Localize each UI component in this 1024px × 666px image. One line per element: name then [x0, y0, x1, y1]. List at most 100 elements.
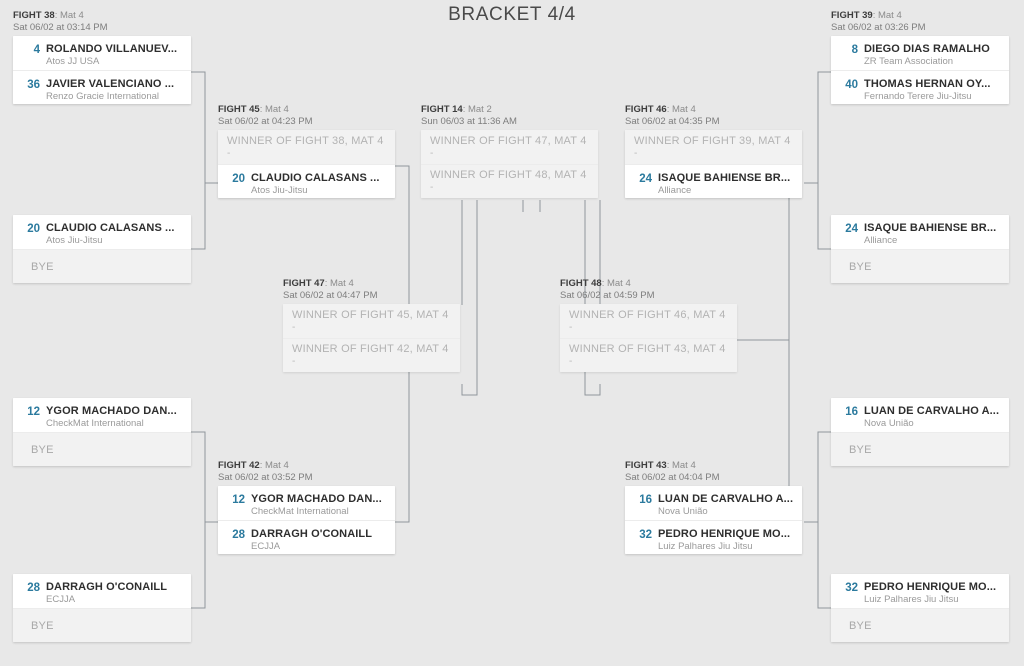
athlete-name: THOMAS HERNAN OY...	[864, 78, 991, 90]
tbd-dash: -	[227, 147, 231, 159]
match-card[interactable]: WINNER OF FIGHT 38, MAT 4 - 20 CLAUDIO C…	[218, 130, 395, 198]
fight-mat: Mat 4	[671, 104, 696, 115]
match-fight-38[interactable]: FIGHT 38: Mat 4 Sat 06/02 at 03:14 PM 4 …	[13, 10, 191, 104]
fight-datetime: Sat 06/02 at 03:52 PM	[218, 472, 313, 483]
match-card[interactable]: WINNER OF FIGHT 46, MAT 4 - WINNER OF FI…	[560, 304, 737, 372]
match-bye-darragh-oconaill[interactable]: 28 DARRAGH O'CONAILL ECJJA BYE	[13, 574, 191, 642]
match-bye-isaque-bahiense[interactable]: 24 ISAQUE BAHIENSE BR... Alliance BYE	[831, 215, 1009, 283]
match-header: FIGHT 38: Mat 4 Sat 06/02 at 03:14 PM	[13, 10, 191, 34]
competitor-slot[interactable]: 12 YGOR MACHADO DAN... CheckMat Internat…	[13, 398, 191, 432]
match-bye-pedro-henrique[interactable]: 32 PEDRO HENRIQUE MO... Luiz Palhares Ji…	[831, 574, 1009, 642]
tbd-slot: WINNER OF FIGHT 42, MAT 4 -	[283, 338, 460, 372]
fight-number: FIGHT 42	[218, 460, 260, 471]
match-fight-48[interactable]: FIGHT 48: Mat 4 Sat 06/02 at 04:59 PM WI…	[560, 278, 737, 372]
match-header: FIGHT 47: Mat 4 Sat 06/02 at 04:47 PM	[283, 278, 460, 302]
team-name: CheckMat International	[46, 418, 144, 429]
athlete-name: DARRAGH O'CONAILL	[251, 528, 373, 540]
competitor-slot[interactable]: 36 JAVIER VALENCIANO ... Renzo Gracie In…	[13, 70, 191, 104]
bye-label: BYE	[31, 443, 54, 456]
match-card[interactable]: 4 ROLANDO VILLANUEV... Atos JJ USA 36 JA…	[13, 36, 191, 104]
team-name: Atos JJ USA	[46, 56, 100, 67]
seed-number: 40	[845, 79, 858, 91]
seed-number: 28	[232, 529, 245, 541]
athlete-name: LUAN DE CARVALHO A...	[658, 493, 794, 505]
fight-datetime: Sat 06/02 at 04:04 PM	[625, 472, 720, 483]
match-card[interactable]: 12 YGOR MACHADO DAN... CheckMat Internat…	[218, 486, 395, 554]
athlete-name: CLAUDIO CALASANS ...	[46, 222, 175, 234]
team-name: Renzo Gracie International	[46, 91, 160, 102]
match-card[interactable]: WINNER OF FIGHT 39, MAT 4 - 24 ISAQUE BA…	[625, 130, 802, 198]
fight-number: FIGHT 43	[625, 460, 667, 471]
page-title: BRACKET 4/4	[448, 4, 576, 25]
match-bye-ygor-machado[interactable]: 12 YGOR MACHADO DAN... CheckMat Internat…	[13, 398, 191, 466]
tbd-slot: WINNER OF FIGHT 47, MAT 4 -	[421, 130, 598, 164]
match-fight-43[interactable]: FIGHT 43: Mat 4 Sat 06/02 at 04:04 PM 16…	[625, 460, 802, 554]
tbd-slot: WINNER OF FIGHT 38, MAT 4 -	[218, 130, 395, 164]
competitor-slot[interactable]: 20 CLAUDIO CALASANS ... Atos Jiu-Jitsu	[218, 164, 395, 198]
seed-number: 12	[232, 494, 245, 506]
match-card[interactable]: 12 YGOR MACHADO DAN... CheckMat Internat…	[13, 398, 191, 466]
match-fight-42[interactable]: FIGHT 42: Mat 4 Sat 06/02 at 03:52 PM 12…	[218, 460, 395, 554]
team-name: Alliance	[658, 185, 692, 196]
competitor-slot[interactable]: 32 PEDRO HENRIQUE MO... Luiz Palhares Ji…	[831, 574, 1009, 608]
match-fight-14[interactable]: FIGHT 14: Mat 2 Sun 06/03 at 11:36 AM WI…	[421, 104, 598, 198]
competitor-slot[interactable]: 24 ISAQUE BAHIENSE BR... Alliance	[625, 164, 802, 198]
tbd-text: WINNER OF FIGHT 47, MAT 4	[430, 134, 587, 147]
competitor-slot[interactable]: 40 THOMAS HERNAN OY... Fernando Terere J…	[831, 70, 1009, 104]
match-card[interactable]: WINNER OF FIGHT 45, MAT 4 - WINNER OF FI…	[283, 304, 460, 372]
fight-datetime: Sat 06/02 at 03:14 PM	[13, 22, 108, 33]
tbd-dash: -	[292, 356, 296, 367]
bye-label: BYE	[31, 619, 54, 632]
match-card[interactable]: 28 DARRAGH O'CONAILL ECJJA BYE	[13, 574, 191, 642]
competitor-slot[interactable]: 20 CLAUDIO CALASANS ... Atos Jiu-Jitsu	[13, 215, 191, 249]
fight-number: FIGHT 47	[283, 278, 325, 289]
fight-datetime: Sun 06/03 at 11:36 AM	[421, 116, 517, 127]
match-fight-45[interactable]: FIGHT 45: Mat 4 Sat 06/02 at 04:23 PM WI…	[218, 104, 395, 198]
team-name: Fernando Terere Jiu-Jitsu	[864, 91, 972, 102]
tbd-text: WINNER OF FIGHT 42, MAT 4	[292, 343, 449, 355]
competitor-slot[interactable]: 12 YGOR MACHADO DAN... CheckMat Internat…	[218, 486, 395, 520]
match-header: FIGHT 48: Mat 4 Sat 06/02 at 04:59 PM	[560, 278, 737, 302]
bye-slot: BYE	[831, 608, 1009, 642]
seed-number: 32	[845, 582, 858, 594]
competitor-slot[interactable]: 16 LUAN DE CARVALHO A... Nova União	[831, 398, 1009, 432]
competitor-slot[interactable]: 16 LUAN DE CARVALHO A... Nova União	[625, 486, 802, 520]
team-name: Nova União	[864, 418, 914, 429]
bye-slot: BYE	[13, 608, 191, 642]
match-fight-47[interactable]: FIGHT 47: Mat 4 Sat 06/02 at 04:47 PM WI…	[283, 278, 460, 372]
seed-number: 20	[27, 223, 40, 235]
athlete-name: YGOR MACHADO DAN...	[46, 405, 177, 417]
match-fight-39[interactable]: FIGHT 39: Mat 4 Sat 06/02 at 03:26 PM 8 …	[831, 10, 1009, 104]
fight-mat: Mat 4	[264, 460, 289, 471]
match-fight-46[interactable]: FIGHT 46: Mat 4 Sat 06/02 at 04:35 PM WI…	[625, 104, 802, 198]
match-card[interactable]: 24 ISAQUE BAHIENSE BR... Alliance BYE	[831, 215, 1009, 283]
match-card[interactable]: 32 PEDRO HENRIQUE MO... Luiz Palhares Ji…	[831, 574, 1009, 642]
competitor-slot[interactable]: 32 PEDRO HENRIQUE MO... Luiz Palhares Ji…	[625, 520, 802, 554]
competitor-slot[interactable]: 8 DIEGO DIAS RAMALHO ZR Team Association	[831, 36, 1009, 70]
seed-number: 20	[232, 173, 245, 185]
team-name: Luiz Palhares Jiu Jitsu	[864, 594, 959, 605]
athlete-name: JAVIER VALENCIANO ...	[46, 78, 175, 90]
athlete-name: YGOR MACHADO DAN...	[251, 493, 382, 505]
match-card[interactable]: 16 LUAN DE CARVALHO A... Nova União BYE	[831, 398, 1009, 466]
match-card[interactable]: 20 CLAUDIO CALASANS ... Atos Jiu-Jitsu B…	[13, 215, 191, 283]
competitor-slot[interactable]: 24 ISAQUE BAHIENSE BR... Alliance	[831, 215, 1009, 249]
competitor-slot[interactable]: 4 ROLANDO VILLANUEV... Atos JJ USA	[13, 36, 191, 70]
bye-label: BYE	[849, 443, 872, 456]
fight-number: FIGHT 45	[218, 104, 260, 115]
match-card[interactable]: WINNER OF FIGHT 47, MAT 4 - WINNER OF FI…	[421, 130, 598, 198]
tbd-text: WINNER OF FIGHT 48, MAT 4	[430, 169, 587, 181]
match-bye-luan-de-carvalho[interactable]: 16 LUAN DE CARVALHO A... Nova União BYE	[831, 398, 1009, 466]
match-card[interactable]: 16 LUAN DE CARVALHO A... Nova União 32 P…	[625, 486, 802, 554]
tbd-slot: WINNER OF FIGHT 43, MAT 4 -	[560, 338, 737, 372]
bye-slot: BYE	[13, 249, 191, 283]
match-bye-claudio-calasans[interactable]: 20 CLAUDIO CALASANS ... Atos Jiu-Jitsu B…	[13, 215, 191, 283]
seed-number: 28	[27, 582, 40, 594]
competitor-slot[interactable]: 28 DARRAGH O'CONAILL ECJJA	[13, 574, 191, 608]
match-card[interactable]: 8 DIEGO DIAS RAMALHO ZR Team Association…	[831, 36, 1009, 104]
competitor-slot[interactable]: 28 DARRAGH O'CONAILL ECJJA	[218, 520, 395, 554]
fight-mat: Mat 2	[467, 104, 492, 115]
fight-mat: Mat 4	[606, 278, 631, 289]
fight-mat: Mat 4	[877, 10, 902, 21]
